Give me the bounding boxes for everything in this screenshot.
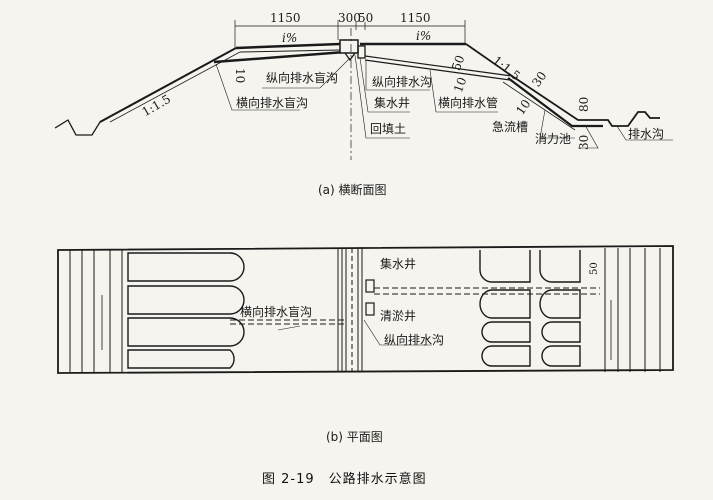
label-longitudinal-ditch: 纵向排水沟: [372, 75, 433, 89]
dim-crown: 300: [338, 11, 361, 25]
plan-label-longitudinal-ditch: 纵向排水沟: [384, 333, 445, 347]
label-catch-basin: 集水井: [374, 96, 411, 110]
left-ground: [54, 117, 109, 136]
plan-label-cleanout-well: 清淤井: [380, 309, 417, 323]
depth-80: 80: [577, 96, 591, 112]
plan-label-catch-basin: 集水井: [380, 257, 417, 271]
cross-section: [54, 20, 673, 160]
label-drainage-ditch: 排水沟: [628, 127, 665, 141]
depth-30: 30: [577, 134, 591, 150]
right-slope: [465, 43, 660, 127]
label-backfill: 回填土: [370, 122, 407, 136]
dim-right-width: 1150: [400, 11, 431, 25]
chute: [507, 77, 603, 128]
dim-left-width: 1150: [270, 11, 301, 25]
caption-b: (b) 平面图: [326, 430, 383, 444]
catch-basin-section: [339, 39, 359, 54]
slope-label-right: i%: [416, 29, 432, 43]
plan-dim-50: 50: [589, 262, 600, 275]
plan-view: [57, 245, 674, 374]
dim-gap: 50: [358, 11, 374, 25]
left-slope: [99, 47, 237, 123]
label-longitudinal-blind-ditch: 纵向排水盲沟: [266, 71, 339, 85]
plan-label-transverse-blind-ditch: 横向排水盲沟: [240, 305, 313, 319]
figure-caption: 图 2-19 公路排水示意图: [262, 472, 427, 487]
slope-label-left: i%: [282, 31, 298, 45]
thickness-10-left: 10: [233, 68, 247, 84]
label-chute: 急流槽: [492, 120, 529, 134]
label-stilling-basin: 消力池: [535, 132, 572, 146]
label-transverse-pipe: 横向排水管: [438, 96, 499, 110]
caption-a: (a) 横断面图: [318, 183, 387, 197]
label-transverse-blind-ditch: 横向排水盲沟: [236, 96, 309, 110]
